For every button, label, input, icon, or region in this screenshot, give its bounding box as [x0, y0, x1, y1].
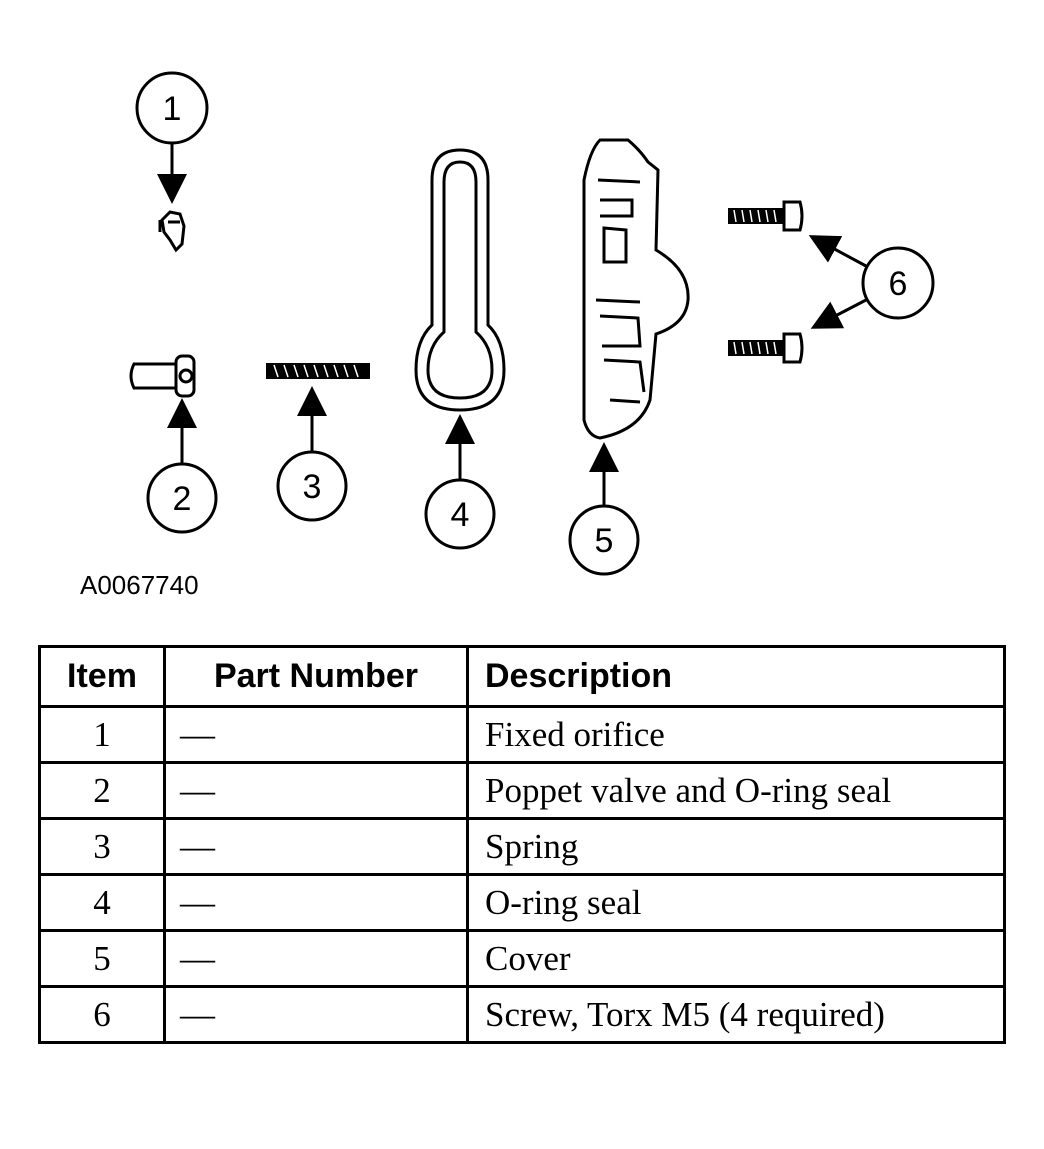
header-item: Item [38, 645, 166, 708]
leader-arrows [157, 144, 867, 506]
header-description: Description [466, 645, 1006, 708]
svg-text:6: 6 [889, 265, 908, 303]
table-row: 3 — Spring [38, 817, 1006, 876]
callout-3: 3 [276, 450, 348, 522]
cell-part-number: — [163, 817, 469, 876]
callout-5: 5 [568, 504, 640, 576]
svg-text:4: 4 [451, 496, 470, 534]
header-part-number: Part Number [163, 645, 469, 708]
table-row: 2 — Poppet valve and O-ring seal [38, 761, 1006, 820]
screw-upper [728, 200, 804, 232]
cell-description: Fixed orifice [466, 705, 1006, 764]
part-spring-drawing [266, 363, 370, 379]
parts-table: Item Part Number Description 1 — Fixed o… [38, 645, 1006, 1044]
svg-text:1: 1 [163, 90, 182, 128]
part-poppet-valve-drawing [129, 354, 196, 398]
cell-description: Screw, Torx M5 (4 required) [466, 985, 1006, 1044]
cell-item: 6 [38, 985, 166, 1044]
cell-part-number: — [163, 705, 469, 764]
arrow-6-upper [808, 235, 867, 268]
part-fixed-orifice-drawing [158, 210, 186, 253]
part-screws-drawing [728, 200, 804, 364]
table-row: 4 — O-ring seal [38, 873, 1006, 932]
part-o-ring-seal-drawing [414, 148, 506, 412]
table-row: 5 — Cover [38, 929, 1006, 988]
cell-part-number: — [163, 761, 469, 820]
table-row: 1 — Fixed orifice [38, 705, 1006, 764]
table-row: 6 — Screw, Torx M5 (4 required) [38, 985, 1006, 1044]
cell-item: 5 [38, 929, 166, 988]
screw-lower [728, 332, 804, 364]
cell-description: O-ring seal [466, 873, 1006, 932]
cell-item: 3 [38, 817, 166, 876]
arrow-6-lower [810, 298, 867, 329]
table-header-row: Item Part Number Description [38, 645, 1006, 708]
svg-text:2: 2 [173, 480, 192, 518]
part-cover-drawing [582, 138, 690, 440]
cell-item: 2 [38, 761, 166, 820]
cell-item: 1 [38, 705, 166, 764]
callout-1: 1 [135, 71, 209, 145]
callout-6: 6 [861, 246, 935, 320]
callout-4: 4 [424, 478, 496, 550]
cell-item: 4 [38, 873, 166, 932]
exploded-parts-diagram: 1 2 3 4 5 6 [129, 71, 935, 576]
cell-part-number: — [163, 929, 469, 988]
cell-description: Cover [466, 929, 1006, 988]
figure-code: A0067740 [80, 570, 199, 600]
cell-part-number: — [163, 985, 469, 1044]
callout-2: 2 [146, 462, 218, 534]
svg-text:3: 3 [303, 468, 322, 506]
cell-part-number: — [163, 873, 469, 932]
svg-text:5: 5 [595, 522, 614, 560]
cell-description: Poppet valve and O-ring seal [466, 761, 1006, 820]
cell-description: Spring [466, 817, 1006, 876]
